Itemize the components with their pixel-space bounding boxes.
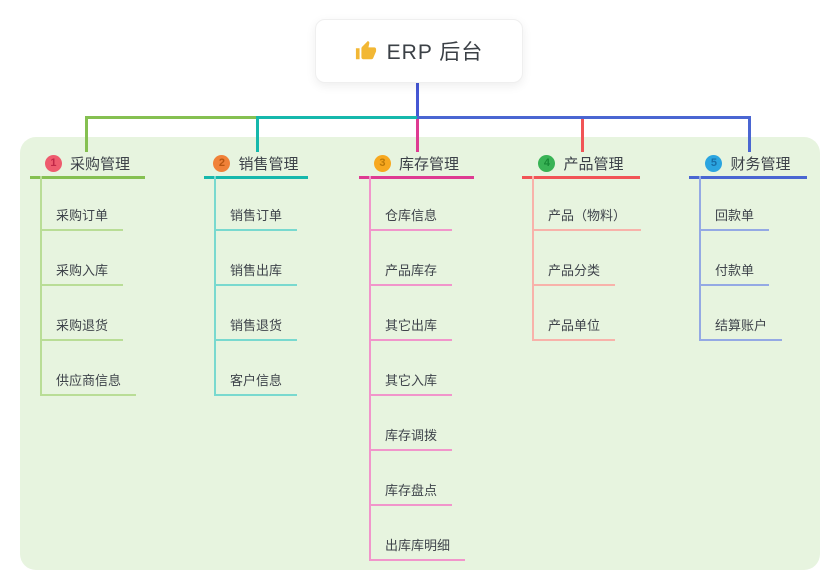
branch-children: 采购订单 采购入库 采购退货 供应商信息 [40, 176, 145, 396]
branch-procurement: 1 采购管理 采购订单 采购入库 采购退货 供应商信息 [30, 150, 145, 396]
child-node-label[interactable]: 结算账户 [699, 315, 783, 341]
child-node: 采购订单 [40, 176, 145, 231]
branch-node-sales[interactable]: 2 销售管理 [204, 150, 308, 179]
child-node-label[interactable]: 客户信息 [214, 370, 298, 396]
child-node: 采购入库 [40, 231, 145, 286]
child-node: 库存盘点 [369, 451, 474, 506]
connector-drop-branch4 [581, 119, 584, 152]
mindmap-canvas [20, 137, 820, 570]
child-node: 其它入库 [369, 341, 474, 396]
child-node-label[interactable]: 供应商信息 [40, 370, 137, 396]
child-node: 产品分类 [532, 231, 641, 286]
connector-drop-branch1 [85, 119, 88, 152]
child-node: 销售退货 [214, 286, 308, 341]
child-node-label[interactable]: 采购入库 [40, 260, 124, 286]
branch-label: 销售管理 [238, 155, 299, 173]
branch-children: 销售订单 销售出库 销售退货 客户信息 [214, 176, 308, 396]
root-node[interactable]: ERP 后台 [315, 19, 523, 83]
connector-horizontal-teal [256, 116, 417, 119]
priority-badge-1: 1 [44, 154, 62, 172]
branch-sales: 2 销售管理 销售订单 销售出库 销售退货 客户信息 [204, 150, 308, 396]
priority-badge-4: 4 [538, 154, 556, 172]
connector-trunk [369, 176, 371, 561]
branch-label: 库存管理 [398, 155, 459, 173]
branch-children: 仓库信息 产品库存 其它出库 其它入库 库存调拨 库存盘点 出库库明细 [369, 176, 474, 561]
child-node-label[interactable]: 产品库存 [369, 260, 453, 286]
thumbs-up-icon [355, 40, 376, 60]
child-node: 仓库信息 [369, 176, 474, 231]
connector-root-vertical [416, 83, 419, 116]
branch-label: 产品管理 [563, 155, 624, 173]
child-node: 销售订单 [214, 176, 308, 231]
child-node-label[interactable]: 采购退货 [40, 315, 124, 341]
connector-trunk [214, 176, 216, 396]
child-node-label[interactable]: 销售出库 [214, 260, 298, 286]
child-node: 产品单位 [532, 286, 641, 341]
child-node: 客户信息 [214, 341, 308, 396]
branch-children: 产品（物料） 产品分类 产品单位 [532, 176, 642, 341]
connector-drop-branch2 [256, 119, 259, 152]
child-node-label[interactable]: 销售订单 [214, 205, 298, 231]
child-node-label[interactable]: 付款单 [699, 260, 770, 286]
branch-product: 4 产品管理 产品（物料） 产品分类 产品单位 [522, 150, 642, 341]
connector-horizontal-green [85, 116, 417, 119]
child-node-label[interactable]: 销售退货 [214, 315, 298, 341]
priority-badge-3: 3 [373, 154, 391, 172]
child-node-label[interactable]: 库存盘点 [369, 480, 453, 506]
child-node-label[interactable]: 产品（物料） [532, 205, 642, 231]
branch-children: 回款单 付款单 结算账户 [699, 176, 807, 341]
connector-trunk [532, 176, 534, 341]
branch-inventory: 3 库存管理 仓库信息 产品库存 其它出库 其它入库 库存调拨 库存盘点 出库库… [359, 150, 474, 561]
child-node: 其它出库 [369, 286, 474, 341]
root-node-label: ERP 后台 [386, 41, 484, 64]
child-node-label[interactable]: 其它入库 [369, 370, 453, 396]
child-node: 回款单 [699, 176, 807, 231]
branch-node-finance[interactable]: 5 财务管理 [689, 150, 807, 179]
connector-horizontal-blue [417, 116, 751, 119]
connector-drop-branch5 [748, 119, 751, 152]
child-node: 产品（物料） [532, 176, 642, 231]
branch-node-product[interactable]: 4 产品管理 [522, 150, 640, 179]
priority-badge-2: 2 [213, 154, 231, 172]
child-node-label[interactable]: 回款单 [699, 205, 770, 231]
priority-badge-5: 5 [705, 154, 723, 172]
branch-node-procurement[interactable]: 1 采购管理 [30, 150, 145, 179]
child-node: 采购退货 [40, 286, 145, 341]
branch-node-inventory[interactable]: 3 库存管理 [359, 150, 474, 179]
child-node: 销售出库 [214, 231, 308, 286]
branch-finance: 5 财务管理 回款单 付款单 结算账户 [689, 150, 807, 341]
child-node-label[interactable]: 产品分类 [532, 260, 616, 286]
branch-label: 采购管理 [69, 155, 130, 173]
child-node-label[interactable]: 仓库信息 [369, 205, 453, 231]
child-node-label[interactable]: 采购订单 [40, 205, 124, 231]
child-node: 出库库明细 [369, 506, 474, 561]
connector-drop-branch3 [416, 119, 419, 152]
branch-label: 财务管理 [730, 155, 791, 173]
child-node-label[interactable]: 产品单位 [532, 315, 616, 341]
child-node: 付款单 [699, 231, 807, 286]
child-node: 供应商信息 [40, 341, 145, 396]
connector-trunk [40, 176, 42, 396]
child-node: 产品库存 [369, 231, 474, 286]
connector-trunk [699, 176, 701, 341]
child-node-label[interactable]: 其它出库 [369, 315, 453, 341]
child-node: 库存调拨 [369, 396, 474, 451]
child-node-label[interactable]: 出库库明细 [369, 535, 466, 561]
child-node-label[interactable]: 库存调拨 [369, 425, 453, 451]
child-node: 结算账户 [699, 286, 807, 341]
